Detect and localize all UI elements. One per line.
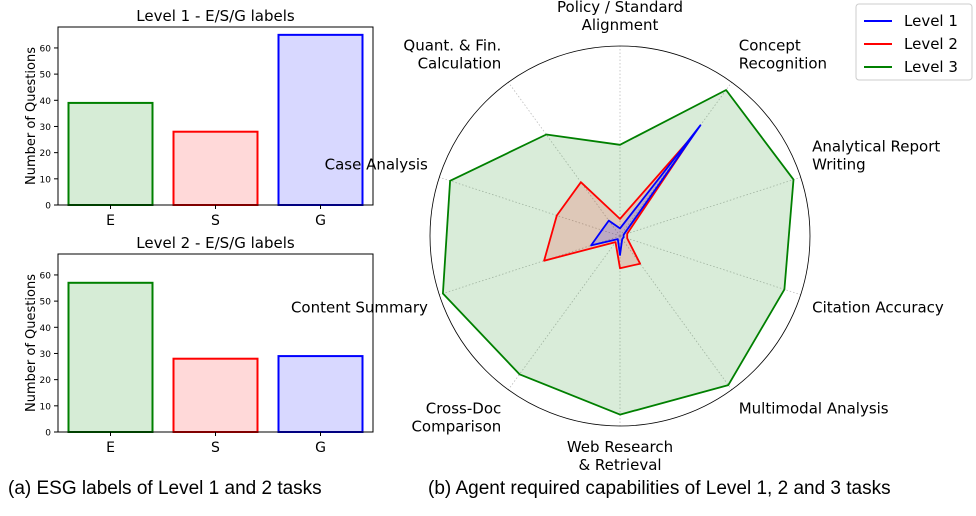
legend-label: Level 2 bbox=[904, 35, 958, 53]
y-tick-label: 50 bbox=[40, 71, 52, 81]
y-tick-label: 30 bbox=[40, 350, 52, 360]
y-tick-label: 10 bbox=[40, 402, 52, 412]
radar-axis-label: Citation Accuracy bbox=[812, 298, 944, 316]
radar-frame bbox=[429, 45, 811, 427]
radar-spoke bbox=[507, 235, 621, 390]
bar-e bbox=[67, 281, 154, 434]
figure: E S G 0 10 20 30 40 50 60 Level 1 - E/S/G labelsNu… bbox=[24, 0, 973, 474]
chart-title: Level 1 - E/S/G labels bbox=[136, 7, 295, 25]
plot-frame bbox=[57, 253, 374, 433]
y-tick-label: 20 bbox=[40, 149, 52, 159]
legend-box bbox=[855, 3, 973, 81]
bar-s bbox=[172, 130, 259, 207]
y-tick-label: 40 bbox=[40, 324, 52, 334]
legend-label: Level 1 bbox=[904, 12, 958, 30]
bar-e bbox=[67, 101, 154, 206]
y-tick-label: 60 bbox=[40, 44, 52, 54]
radar-series-level-1 bbox=[590, 124, 702, 256]
y-tick-label: 60 bbox=[40, 271, 52, 281]
y-tick-label: 20 bbox=[40, 376, 52, 386]
caption-b: (b) Agent required capabilities of Level… bbox=[428, 478, 891, 499]
y-tick-label: 40 bbox=[40, 97, 52, 107]
x-tick-label: S bbox=[211, 440, 220, 456]
radar-series-level-2 bbox=[543, 135, 694, 270]
chart-title: Level 2 - E/S/G labels bbox=[136, 234, 295, 252]
radar-spoke bbox=[507, 82, 621, 237]
x-tick-label: S bbox=[211, 213, 220, 229]
y-tick-label: 30 bbox=[40, 123, 52, 133]
radar-spoke bbox=[619, 235, 801, 296]
y-axis-label: Number of Questions bbox=[24, 274, 39, 412]
radar-spoke bbox=[439, 235, 621, 296]
x-tick-label: E bbox=[106, 213, 115, 229]
radar-series-level-3 bbox=[441, 89, 795, 416]
caption-a: (a) ESG labels of Level 1 and 2 tasks bbox=[8, 478, 322, 499]
y-tick-label: 0 bbox=[45, 429, 51, 439]
y-tick-label: 50 bbox=[40, 298, 52, 308]
legend-label: Level 3 bbox=[904, 58, 958, 76]
bar-chart-level-2: E S G 0 10 20 30 40 50 60 Level 2 - E/S/G labelsNu… bbox=[24, 234, 374, 456]
bar-g bbox=[277, 33, 364, 207]
radar-axis-label: Case Analysis bbox=[325, 156, 428, 174]
x-tick-label: E bbox=[106, 440, 115, 456]
radar-axis-label: Content Summary bbox=[291, 298, 428, 316]
radar-axis-label: Quant. & Fin.Calculation bbox=[403, 37, 501, 73]
bar-g bbox=[277, 355, 364, 433]
bar-chart-level-1: E S G 0 10 20 30 40 50 60 Level 1 - E/S/G labelsNu… bbox=[24, 7, 374, 229]
x-tick-label: G bbox=[315, 440, 326, 456]
legend: Level 1 Level 2 Level 3 bbox=[855, 3, 973, 81]
y-tick-label: 10 bbox=[40, 175, 52, 185]
radar-spoke bbox=[619, 176, 801, 237]
y-tick-label: 0 bbox=[45, 202, 51, 212]
bar-s bbox=[172, 357, 259, 433]
x-tick-label: G bbox=[315, 213, 326, 229]
y-axis-label: Number of Questions bbox=[24, 47, 39, 185]
radar-axis-label: Multimodal Analysis bbox=[739, 399, 889, 417]
radar-axis-label: Web Research& Retrieval bbox=[567, 438, 673, 474]
radar-spoke bbox=[439, 176, 621, 237]
plot-frame bbox=[57, 26, 374, 206]
